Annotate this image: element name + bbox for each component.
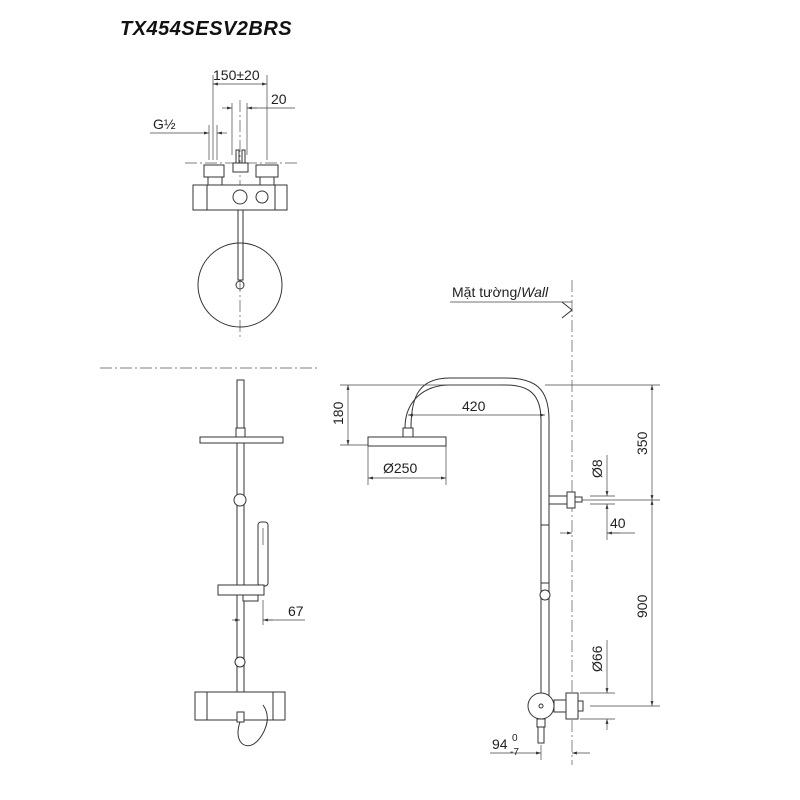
model-title: TX454SESV2BRS <box>120 18 293 40</box>
dim-head-diameter: Ø250 <box>383 460 417 476</box>
dim-inlet-spacing: 150±20 <box>213 67 260 83</box>
dim-bracket-offset: 40 <box>610 515 626 531</box>
dim-valve-tol-lower: -7 <box>510 747 519 758</box>
svg-text:Mặt tường/Wall: Mặt tường/Wall <box>452 284 549 300</box>
dim-flange-diameter: Ø66 <box>589 645 605 672</box>
front-view: 67 <box>194 379 305 747</box>
dim-bracket-to-valve: 900 <box>634 594 650 618</box>
wall-label-italic: Wall <box>521 284 549 300</box>
dim-bracket-diameter: Ø8 <box>589 459 605 478</box>
dim-arm-length: 420 <box>462 398 486 414</box>
dim-hand-offset: 67 <box>288 603 304 619</box>
dim-top-to-bracket: 350 <box>634 431 650 455</box>
side-view: Mặt tường/Wall 180 420 Ø250 350 <box>330 280 660 765</box>
dim-thread: G½ <box>153 116 176 132</box>
dim-valve-tol-upper: 0 <box>512 733 518 744</box>
wall-label: Mặt tường/ <box>452 284 521 300</box>
dim-valve-depth: 94 <box>492 736 508 752</box>
dim-offset-20: 20 <box>271 91 287 107</box>
dim-head-height: 180 <box>330 401 346 425</box>
top-view: 150±20 20 G½ <box>150 67 300 340</box>
